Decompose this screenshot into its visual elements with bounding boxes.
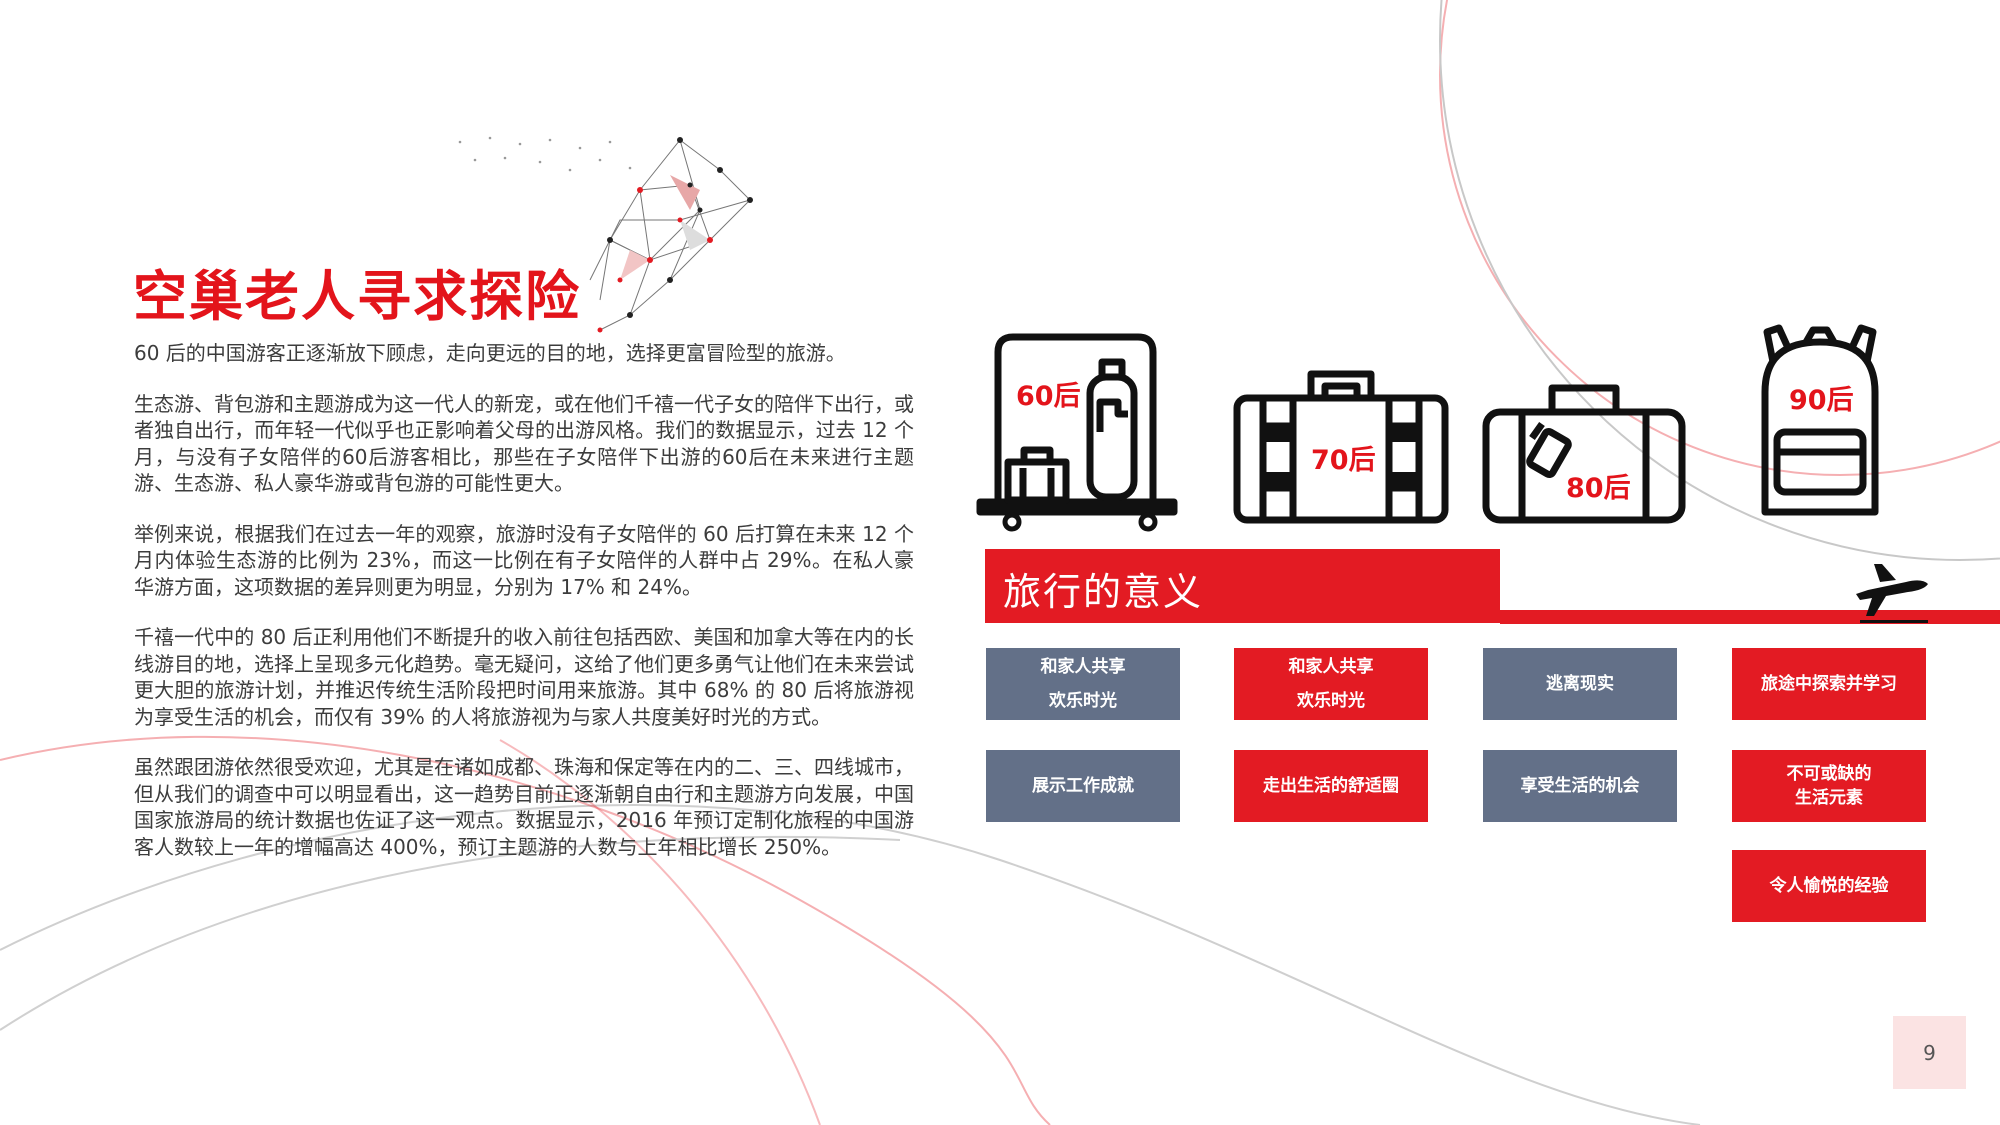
paragraph: 60 后的中国游客正逐渐放下顾虑，走向更远的目的地，选择更富冒险型的旅游。 [134, 341, 846, 365]
card-label: 旅途中探索并学习 [1761, 674, 1897, 694]
paragraph: 虽然跟团游依然很受欢迎，尤其是在诸如成都、珠海和保定等在内的二、三、四线城市，但… [134, 755, 914, 859]
backpack-icon [1761, 324, 1879, 516]
card-label: 展示工作成就 [1032, 776, 1134, 796]
meaning-card: 展示工作成就 [986, 750, 1180, 822]
card-label: 和家人共享 [1040, 657, 1126, 677]
card-label: 令人愉悦的经验 [1769, 876, 1889, 896]
generation-60s: 60后 [976, 332, 1178, 532]
generation-label: 80后 [1566, 473, 1631, 504]
meaning-card: 逃离现实 [1483, 648, 1677, 720]
section-title: 旅行的意义 [1003, 570, 1204, 614]
airplane-icon [1856, 564, 1928, 623]
card-label: 走出生活的舒适圈 [1263, 776, 1399, 796]
paragraph: 举例来说，根据我们在过去一年的观察，旅游时没有子女陪伴的 60 后打算在未来 1… [134, 521, 914, 599]
luggage-cart-icon [976, 333, 1178, 532]
meaning-card: 和家人共享 欢乐时光 [986, 648, 1180, 720]
page-number: 9 [1893, 1016, 1966, 1089]
card-label: 享受生活的机会 [1520, 776, 1640, 796]
generation-label: 90后 [1789, 385, 1854, 416]
article-body: 60 后的中国游客正逐渐放下顾虑，走向更远的目的地，选择更富冒险型的旅游。 生态… [134, 340, 914, 884]
network-globe-graphic [458, 136, 753, 333]
generation-90s: 90后 [1755, 322, 1885, 522]
generation-80s: 80后 [1482, 378, 1686, 526]
meaning-card: 旅途中探索并学习 [1732, 648, 1926, 720]
meaning-card: 和家人共享 欢乐时光 [1234, 648, 1428, 720]
meaning-card: 走出生活的舒适圈 [1234, 750, 1428, 822]
suitcase-icon [1233, 370, 1449, 524]
section-banner [985, 549, 1500, 623]
paragraph: 千禧一代中的 80 后正利用他们不断提升的收入前往包括西欧、美国和加拿大等在内的… [134, 625, 914, 729]
card-label: 逃离现实 [1546, 674, 1614, 694]
card-label: 生活元素 [1795, 788, 1863, 808]
page-title: 空巢老人寻求探险 [133, 265, 581, 328]
card-label: 欢乐时光 [1049, 691, 1117, 711]
meaning-card: 享受生活的机会 [1483, 750, 1677, 822]
card-label: 不可或缺的 [1786, 764, 1872, 784]
meaning-card: 令人愉悦的经验 [1732, 850, 1926, 922]
meaning-card: 不可或缺的 生活元素 [1732, 750, 1926, 822]
travel-bag-icon [1482, 384, 1686, 524]
card-label: 欢乐时光 [1297, 691, 1365, 711]
generation-label: 70后 [1311, 445, 1376, 476]
paragraph: 生态游、背包游和主题游成为这一代人的新宠，或在他们千禧一代子女的陪伴下出行，或者… [134, 391, 914, 496]
generation-label: 60后 [1016, 381, 1081, 412]
card-label: 和家人共享 [1288, 657, 1374, 677]
generation-70s: 70后 [1233, 366, 1449, 526]
